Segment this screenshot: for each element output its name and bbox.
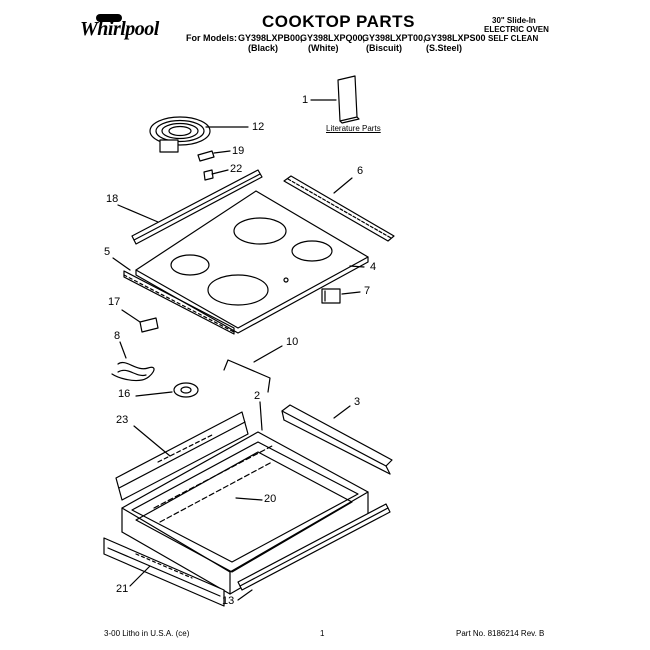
footer-part-number: Part No. 8186214 Rev. B xyxy=(456,629,545,638)
callout-label: 16 xyxy=(118,388,131,400)
side-panel xyxy=(281,404,393,475)
glass-cooktop xyxy=(135,190,369,334)
finish-label: (Biscuit) xyxy=(366,43,402,53)
page-title: COOKTOP PARTS xyxy=(262,12,415,31)
callout-label: 8 xyxy=(114,330,121,342)
callout-label: 7 xyxy=(364,285,371,297)
spec-line: SELF CLEAN xyxy=(488,34,539,43)
callout-label: 20 xyxy=(264,493,277,505)
footer-page-number: 1 xyxy=(320,629,325,638)
callout-label: 13 xyxy=(222,595,235,607)
bracket xyxy=(121,309,159,333)
callout-label: 19 xyxy=(232,145,245,157)
callout-label: 4 xyxy=(370,261,377,273)
callout-label: 22 xyxy=(230,163,243,175)
footer-print-info: 3-00 Litho in U.S.A. (ce) xyxy=(104,629,190,638)
rear-control-panel xyxy=(115,411,249,501)
wiring-harness xyxy=(111,341,155,382)
literature-parts-booklet xyxy=(310,75,360,124)
spec-line: 30" Slide-In xyxy=(492,16,536,25)
burner-switch xyxy=(321,288,361,304)
bottom-rail xyxy=(237,503,391,601)
callout-label: 5 xyxy=(104,246,111,258)
finish-label: (White) xyxy=(308,43,339,53)
rear-trim-rail xyxy=(117,169,263,245)
front-trim-rail xyxy=(112,257,235,335)
callout-label: 3 xyxy=(354,396,361,408)
callout-label: 10 xyxy=(286,336,299,348)
support-rod xyxy=(223,345,283,393)
callout-label: 21 xyxy=(116,583,129,595)
model-number: GY398LXPB00, xyxy=(238,33,303,43)
brand-logo: Whirlpool xyxy=(80,18,159,40)
callout-label: 1 xyxy=(302,94,309,106)
callout-label: 17 xyxy=(108,296,121,308)
spec-line: ELECTRIC OVEN xyxy=(484,25,549,34)
models-label: For Models: xyxy=(186,33,237,43)
finish-label: (S.Steel) xyxy=(426,43,463,53)
infinite-switch xyxy=(135,382,199,398)
model-number: GY398LXPS00 xyxy=(424,33,486,43)
surface-element xyxy=(149,116,249,153)
literature-parts-label: Literature Parts xyxy=(326,124,381,133)
callout-label: 18 xyxy=(106,193,119,205)
brand-badge-icon xyxy=(96,14,122,22)
callout-label: 12 xyxy=(252,121,265,133)
finish-label: (Black) xyxy=(248,43,279,53)
callout-label: 23 xyxy=(116,414,129,426)
front-control-panel xyxy=(103,537,225,607)
callout-label: 2 xyxy=(254,390,261,402)
side-trim-strip xyxy=(283,175,395,242)
model-number: GY398LXPQ00, xyxy=(300,33,366,43)
callout-label: 6 xyxy=(357,165,364,177)
model-number: GY398LXPT00, xyxy=(362,33,426,43)
element-clips xyxy=(197,150,231,181)
